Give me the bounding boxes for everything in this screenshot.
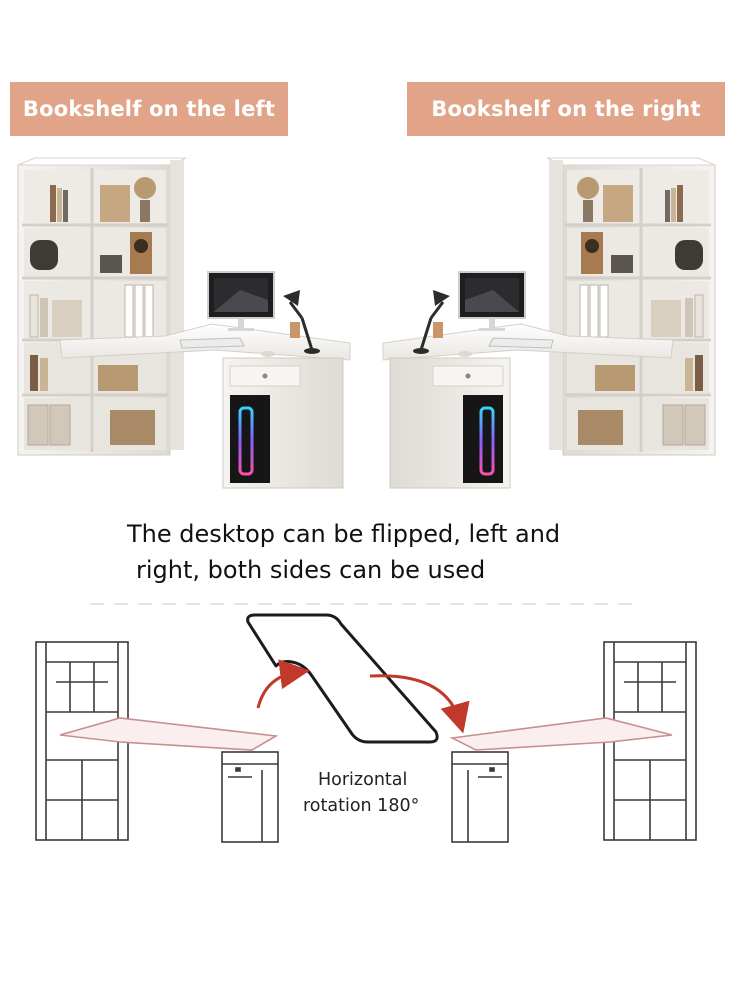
desk-right-photo (382, 157, 716, 489)
sketch-right-unit (449, 641, 697, 843)
rotation-label-line-2: rotation 180° (303, 796, 420, 816)
rotation-arrow-left (256, 659, 310, 709)
banner-left-label: Bookshelf on the left (22, 97, 276, 121)
desk-left-photo (17, 157, 351, 489)
banner-right-bg (407, 82, 725, 136)
banner-right-label: Bookshelf on the right (431, 97, 701, 121)
caption-line-2: right, both sides can be used (136, 556, 486, 584)
rotation-arrow-right (369, 674, 470, 734)
sketch-left-unit (35, 641, 279, 843)
banner-left-bg (10, 82, 288, 136)
caption-line-1: The desktop can be flipped, left and (127, 520, 561, 548)
rotation-label-line-1: Horizontal (318, 770, 408, 790)
